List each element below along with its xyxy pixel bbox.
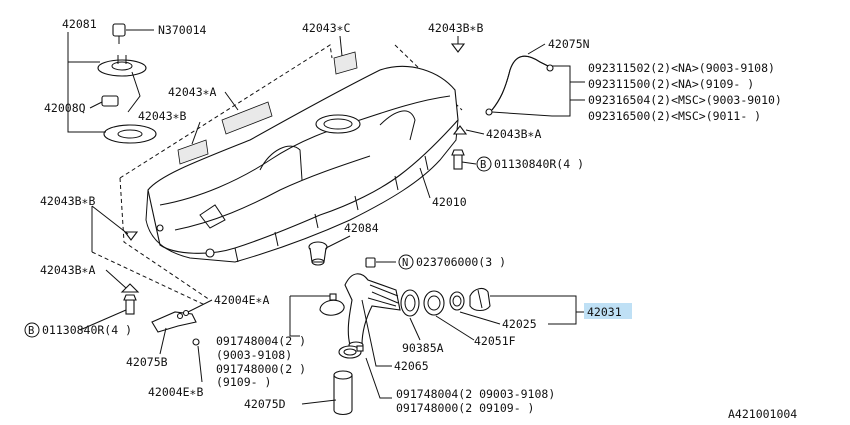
figure-id: A421001004 [728,407,797,421]
clamp-b-spec-2: 091748000(2 09109- ) [396,401,534,415]
fuel-tank[interactable] [145,65,459,263]
clamp-42004e-a[interactable] [182,309,190,317]
label-42065: 42065 [394,359,429,373]
hose-spec-2: 092311500(2)<NA>(9109- ) [588,77,754,91]
bolt-right-mark: B [480,159,486,171]
bolt-right-mark-circle [476,156,492,172]
label-42043b-b-top: 42043B∗B [428,21,483,35]
label-42004e-b: 42004E∗B [148,385,203,399]
clamp-a-spec-1: 091748004(2 ) [216,334,306,348]
nut-mark: N [402,257,408,269]
ring-42051f[interactable] [423,290,445,316]
nut-n370014[interactable] [112,23,126,44]
clamp-a-spec-2: (9003-9108) [216,348,292,362]
label-42051f: 42051F [474,334,516,348]
group-outline-top-left [119,44,333,179]
pad-42043-a[interactable] [221,101,273,135]
label-42043-b: 42043∗B [138,109,187,123]
clip-42043b-a-left[interactable] [120,283,140,293]
hose-spec-3: 092316504(2)<MSC>(9003-9010) [588,93,782,107]
breather-hose-42075b[interactable] [151,311,197,333]
label-42075n: 42075N [548,37,590,51]
label-90385a: 90385A [402,341,444,355]
hose-clamp-upper[interactable] [319,293,345,316]
label-42043b-b-left: 42043B∗B [40,194,95,208]
clamp-42004e-b[interactable] [192,338,200,346]
label-42075d: 42075D [244,397,286,411]
hose-42075d[interactable] [333,370,353,416]
bolt-left-mark: B [28,325,34,337]
pad-42043-b[interactable] [177,139,209,165]
label-42031[interactable]: 42031 [587,305,622,319]
hose-spec-4: 092316500(2)<MSC>(9011- ) [588,109,761,123]
clip-42043b-b-top[interactable] [450,43,466,53]
nut-mark-circle [398,254,414,270]
label-42043b-a-left: 42043B∗A [40,263,95,277]
vent-hose-42075n[interactable] [491,55,549,111]
grommet-42084[interactable] [308,241,328,266]
nut-text: 023706000(3 ) [416,255,506,269]
bolt-right-text: 01130840R(4 ) [494,157,584,171]
pad-42043-c[interactable] [333,51,358,75]
pump-gasket[interactable] [103,124,157,144]
bolt-right[interactable] [451,149,465,170]
fuel-cap-42031[interactable] [469,287,491,312]
hose-clamp-lower[interactable] [338,345,364,359]
clip-42043b-a-right[interactable] [452,125,468,135]
label-42010: 42010 [432,195,467,209]
clamp-a-spec-4: (9109- ) [216,375,271,389]
leader-lines [67,29,585,405]
group-outline-left [119,177,211,301]
packing-42025[interactable] [449,291,465,311]
label-42043-c: 42043∗C [302,21,351,35]
bolt-left[interactable] [123,294,137,315]
clamp-b-spec-1: 091748004(2 09003-9108) [396,387,555,401]
nut-023706000[interactable] [365,257,376,268]
filler-pipe-42065[interactable] [344,273,401,349]
fuel-pump-assembly[interactable] [97,55,157,144]
label-42004e-a: 42004E∗A [214,293,269,307]
label-42031-highlight [584,303,632,319]
label-42075b: 42075B [126,355,168,369]
label-42025: 42025 [502,317,537,331]
gasket-90385a[interactable] [400,289,420,317]
label-42008q: 42008Q [44,101,86,115]
group-outline-left-lower [91,251,206,306]
label-42043-a: 42043∗A [168,85,217,99]
label-n370014: N370014 [158,23,207,37]
bolt-left-text: 01130840R(4 ) [42,323,132,337]
label-42043b-a-right: 42043B∗A [486,127,541,141]
clamp-a-spec-3: 091748000(2 ) [216,362,306,376]
label-42084: 42084 [344,221,379,235]
bolt-left-mark-circle [24,322,40,338]
fuel-pump-opening [315,114,361,134]
label-42081: 42081 [62,17,97,31]
hose-spec-1: 092311502(2)<NA>(9003-9108) [588,61,775,75]
